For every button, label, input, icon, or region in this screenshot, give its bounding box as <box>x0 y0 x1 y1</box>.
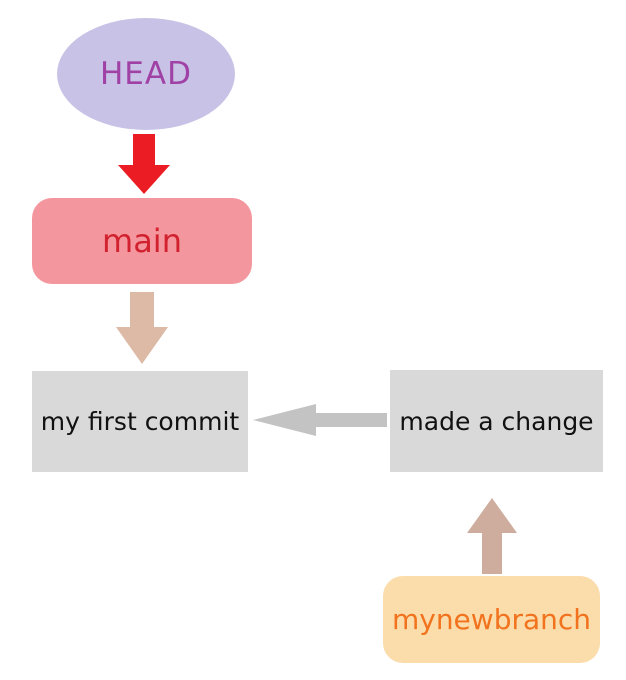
arrow-down-icon <box>118 134 170 194</box>
node-mynewbranch: mynewbranch <box>383 576 600 663</box>
node-my-first-commit: my first commit <box>32 371 248 472</box>
node-mynewbranch-label: mynewbranch <box>391 603 592 636</box>
arrow-down-shape <box>116 292 168 364</box>
node-head-label: HEAD <box>100 56 192 92</box>
node-made-a-change: made a change <box>390 370 603 472</box>
arrow-down-shape <box>118 134 170 194</box>
arrow-down-icon <box>116 292 168 364</box>
arrow-up-icon <box>467 498 517 574</box>
node-main-label: main <box>102 222 182 260</box>
node-made-a-change-label: made a change <box>399 406 594 436</box>
node-main: main <box>32 198 252 284</box>
node-my-first-commit-label: my first commit <box>40 407 240 436</box>
arrow-up-shape <box>467 498 517 574</box>
arrow-left-shape <box>253 404 387 436</box>
arrow-left-icon <box>253 404 387 436</box>
node-head: HEAD <box>57 18 235 130</box>
